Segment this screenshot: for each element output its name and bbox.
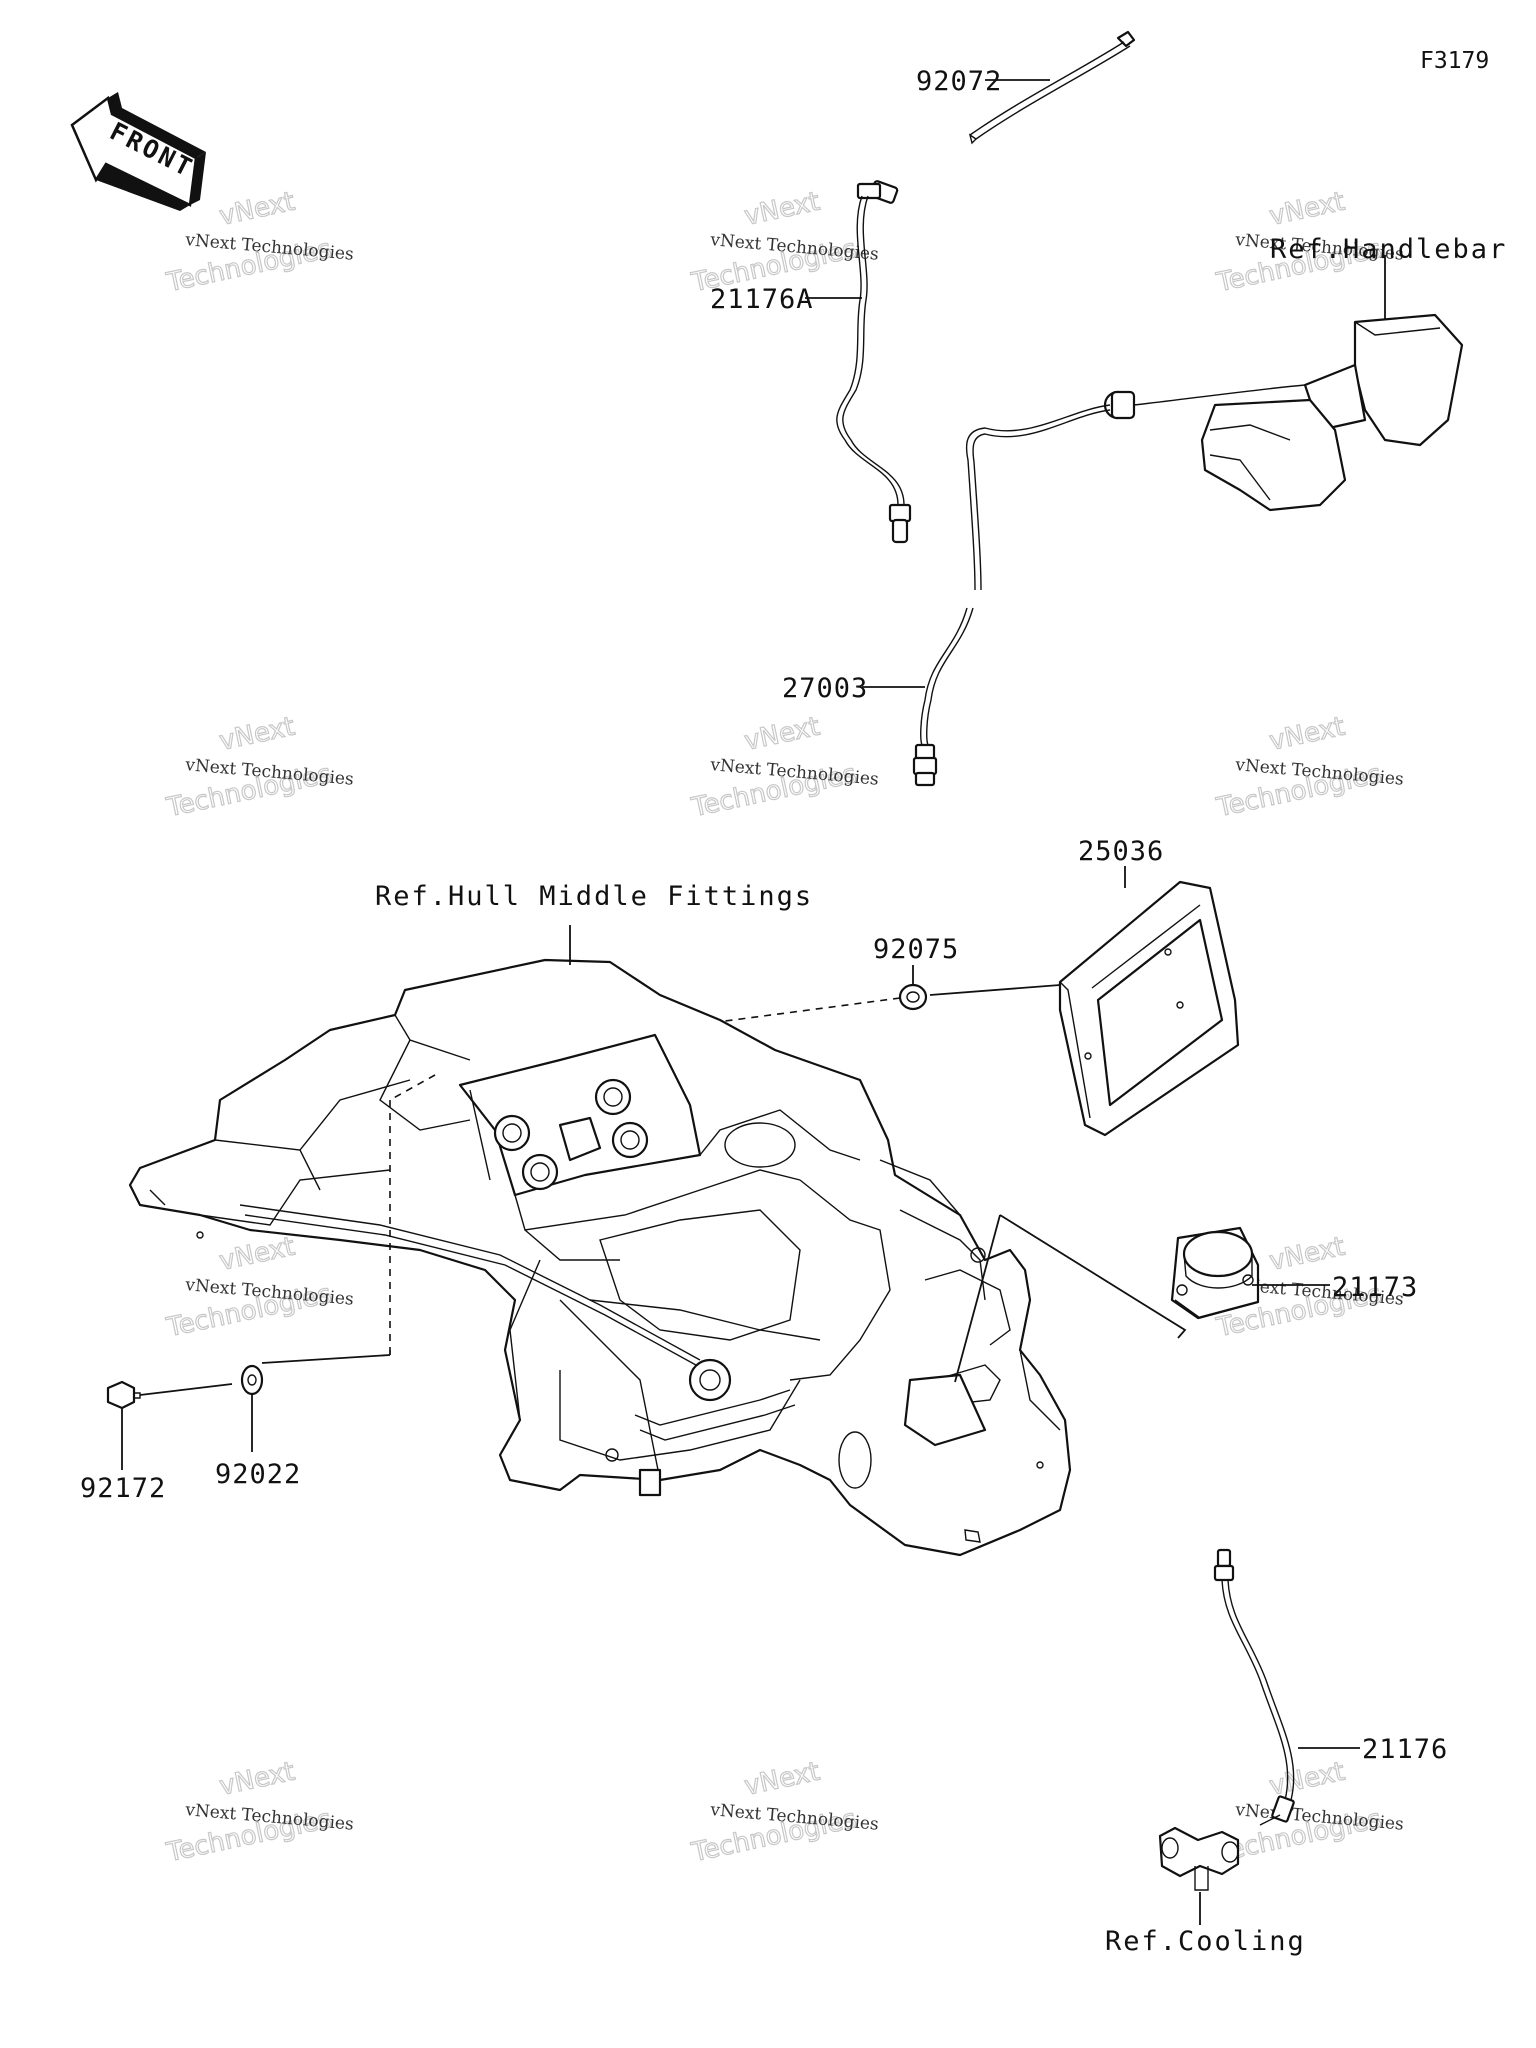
lead-wire-21176A — [805, 180, 912, 544]
switch-21173 — [954, 1214, 1330, 1383]
watermark: vNext Technologies vNext Technologies — [1213, 1756, 1405, 1869]
washer-92022 — [240, 1364, 264, 1452]
bolt-92172 — [106, 1380, 233, 1470]
svg-text:vNext: vNext — [217, 1232, 298, 1277]
handlebar-assembly — [965, 255, 1464, 591]
part-label-21176A: 21176A — [710, 284, 814, 315]
svg-text:vNext: vNext — [1267, 187, 1348, 232]
part-label-92022: 92022 — [215, 1459, 301, 1490]
figure-code: F3179 — [1420, 48, 1489, 74]
svg-text:vNext: vNext — [1267, 1232, 1348, 1277]
svg-text:vNext: vNext — [217, 1757, 298, 1802]
watermark: vNext Technologies vNext Technologies — [688, 1756, 880, 1869]
svg-text:vNext: vNext — [217, 712, 298, 757]
part-label-27003: 27003 — [782, 673, 868, 704]
part-label-92172: 92172 — [80, 1473, 166, 1504]
ref-label-handlebar: Ref.Handlebar — [1270, 234, 1507, 265]
svg-text:vNext: vNext — [1267, 712, 1348, 757]
watermark: vNext Technologies vNext Technologies — [163, 1756, 355, 1869]
part-label-21176: 21176 — [1362, 1734, 1448, 1765]
part-label-92075: 92075 — [873, 934, 959, 965]
svg-text:vNext: vNext — [742, 1757, 823, 1802]
watermark: vNext Technologies vNext Technologies — [688, 186, 880, 299]
ref-label-cooling: Ref.Cooling — [1105, 1926, 1306, 1957]
front-arrow-icon: FRONT — [70, 92, 206, 211]
watermark: vNext Technologies vNext Technologies — [163, 1231, 355, 1344]
cooling-fitting — [1158, 1826, 1240, 1925]
part-label-21173: 21173 — [1332, 1272, 1418, 1303]
svg-text:vNext: vNext — [217, 187, 298, 232]
meter-display-25036 — [929, 866, 1240, 1137]
svg-text:vNext: vNext — [742, 187, 823, 232]
watermark: vNext Technologies vNext Technologies — [163, 186, 355, 299]
cable-tie-92072 — [968, 30, 1136, 145]
part-label-92072: 92072 — [916, 66, 1002, 97]
svg-text:vNext: vNext — [742, 712, 823, 757]
lead-wire-21176 — [1213, 1548, 1360, 1826]
svg-text:vNext: vNext — [1267, 1757, 1348, 1802]
lead-wire-27003 — [862, 607, 974, 787]
watermark: vNext Technologies vNext Technologies — [688, 711, 880, 824]
hull-middle-fittings — [128, 925, 1072, 1557]
watermark: vNext Technologies vNext Technologies — [1213, 711, 1405, 824]
ref-label-hull-middle: Ref.Hull Middle Fittings — [375, 881, 813, 912]
watermark: vNext Technologies vNext Technologies — [163, 711, 355, 824]
part-label-25036: 25036 — [1078, 836, 1164, 867]
